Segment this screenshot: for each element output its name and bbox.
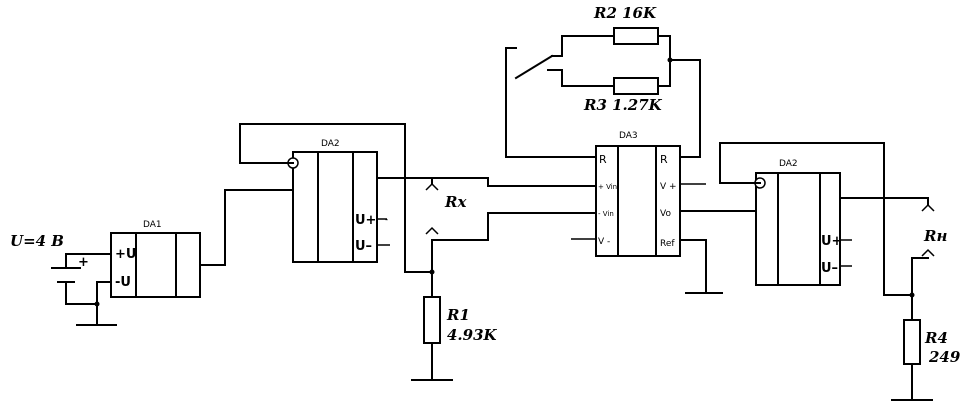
battery-plus-sign: + (78, 255, 89, 270)
da3-pin-vin-minus: - Vin (598, 210, 614, 218)
r4-label: R4 (924, 329, 948, 347)
da3-pin-vin-plus: + Vin (598, 183, 617, 191)
da3-block: DA3 R R + Vin - Vin V - V + Vo Ref (595, 131, 681, 257)
da2-right-pin-vminus: U– (821, 261, 838, 276)
da3-pin-ref: Ref (660, 239, 675, 249)
r2-label: R2 16K (593, 4, 657, 22)
r3-body (613, 77, 659, 95)
da3-label: DA3 (619, 131, 638, 141)
r1-resistor: R1 4.93K (411, 271, 498, 381)
da2-left-dash: - (385, 215, 388, 225)
da1-pin-vplus: +U (115, 247, 136, 262)
junction-dot (667, 57, 673, 63)
da2-left-label: DA2 (321, 139, 340, 149)
da3-pin-v-plus: V + (660, 182, 677, 192)
da2-left-block: DA2 U+ U– - (287, 139, 390, 263)
r1-label: R1 (446, 306, 470, 324)
source-label: U=4 B (10, 232, 64, 250)
da2-left-pin-vplus: U+ (355, 213, 376, 228)
rh-terminals: Rн (911, 203, 947, 296)
da2-right-label: DA2 (779, 159, 798, 169)
r1-value: 4.93K (447, 326, 498, 344)
da1-block: DA1 +U -U (110, 220, 201, 298)
rx-label: Rx (444, 193, 467, 211)
battery-source: U=4 B + (10, 232, 117, 326)
gain-network: R2 16K R3 1.27K (505, 4, 701, 158)
rx-terminals: Rx (425, 177, 467, 273)
da3-pin-vo: Vo (660, 209, 671, 219)
da1-pin-vminus: -U (115, 275, 131, 290)
switch-blade (514, 54, 554, 80)
r2-body (613, 27, 659, 45)
r3-label: R3 1.27K (583, 96, 663, 114)
r4-value: 249 (928, 348, 961, 366)
r4-resistor: R4 249 (891, 294, 961, 401)
da2-right-block: DA2 U+ U– (754, 159, 852, 286)
da3-pin-r-left: R (599, 153, 607, 166)
da3-pin-v-minus: V - (598, 237, 610, 247)
rh-label: Rн (923, 227, 947, 245)
da2-right-pin-vplus: U+ (821, 234, 842, 249)
da1-label: DA1 (143, 220, 162, 230)
da3-pin-r-right: R (660, 153, 668, 166)
da2-left-pin-vminus: U– (355, 239, 372, 254)
junction-dot (94, 301, 100, 307)
